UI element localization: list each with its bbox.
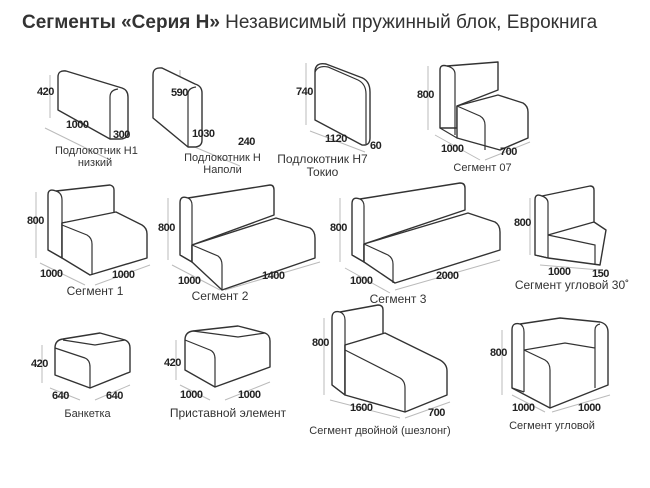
depth-label: 1000 xyxy=(238,389,261,401)
height-label: 800 xyxy=(330,222,347,234)
width-label: 1030 xyxy=(192,128,215,140)
width-label: 1600 xyxy=(350,402,373,414)
drawing-armrest-napoli xyxy=(152,67,241,167)
caption-segment-corner-30: Сегмент угловой 30˚ xyxy=(514,278,630,292)
height-label: 420 xyxy=(37,86,54,98)
drawing-segment-3 xyxy=(339,182,501,294)
drawing-armrest-tokio xyxy=(305,62,371,153)
height-label: 800 xyxy=(490,347,507,359)
caption-segment-3: Сегмент 3 xyxy=(369,292,427,306)
depth-label: 700 xyxy=(428,407,445,419)
height-label: 800 xyxy=(514,217,531,229)
depth-label: 1400 xyxy=(262,270,285,282)
height-label: 800 xyxy=(312,337,329,349)
depth-label: 150 xyxy=(592,268,609,280)
drawing-segment-corner-30 xyxy=(529,185,607,271)
drawing-segment-2 xyxy=(167,184,321,291)
depth-label: 1000 xyxy=(112,269,135,281)
title-rest: Независимый пружинный блок, Еврокнига xyxy=(219,12,598,33)
height-label: 800 xyxy=(417,89,434,101)
width-label: 1000 xyxy=(40,268,63,280)
depth-label: 240 xyxy=(238,136,255,148)
height-label: 800 xyxy=(27,215,44,227)
caption-line-2: Токио xyxy=(306,165,339,179)
caption-additional-element: Приставной элемент xyxy=(169,406,287,420)
caption-line-2: Наполи xyxy=(203,164,242,176)
width-label: 1000 xyxy=(512,402,535,414)
drawing-additional-element xyxy=(175,325,271,401)
drawing-segment-corner xyxy=(501,317,611,413)
caption-line-2: низкий xyxy=(77,157,113,169)
caption-line-1: Подлокотник Н7 xyxy=(277,152,368,166)
drawing-bench xyxy=(41,332,131,401)
height-label: 740 xyxy=(296,86,313,98)
page-title: Сегменты «Серия Н» Независимый пружинный… xyxy=(22,12,597,34)
width-label: 1000 xyxy=(180,389,203,401)
caption-line-1: Подлокотник Н1 xyxy=(55,145,138,157)
title-bold: Сегменты «Серия Н» xyxy=(22,12,220,33)
width-label: 1120 xyxy=(325,133,347,145)
caption-segment-1: Сегмент 1 xyxy=(66,284,124,298)
height-label: 420 xyxy=(164,357,181,369)
width-label: 640 xyxy=(52,390,69,402)
caption-bench: Банкетка xyxy=(64,408,111,420)
depth-label: 60 xyxy=(370,140,382,152)
caption-segment-chaise: Сегмент двойной (шезлонг) xyxy=(309,425,451,437)
drawing-segment-chaise xyxy=(323,304,451,419)
depth-label: 2000 xyxy=(436,270,459,282)
width-label: 1000 xyxy=(548,266,571,278)
width-label: 1000 xyxy=(441,143,464,155)
depth-label: 300 xyxy=(113,129,130,141)
caption-segment-corner: Сегмент угловой xyxy=(509,420,595,432)
depth-label: 1000 xyxy=(578,402,601,414)
drawing-segment-07 xyxy=(427,61,531,161)
caption-segment-2: Сегмент 2 xyxy=(191,289,249,303)
height-label: 800 xyxy=(158,222,175,234)
depth-label: 640 xyxy=(106,390,123,402)
width-label: 1000 xyxy=(66,119,89,131)
caption-line-1: Подлокотник Н xyxy=(184,152,261,164)
drawing-armrest-h1 xyxy=(44,70,129,161)
width-label: 1000 xyxy=(178,275,201,287)
depth-label: 700 xyxy=(500,146,517,158)
width-label: 1000 xyxy=(350,275,373,287)
caption-segment-07: Сегмент 07 xyxy=(453,162,512,174)
height-label: 590 xyxy=(171,87,188,99)
height-label: 420 xyxy=(31,358,48,370)
drawing-segment-1 xyxy=(35,184,151,286)
